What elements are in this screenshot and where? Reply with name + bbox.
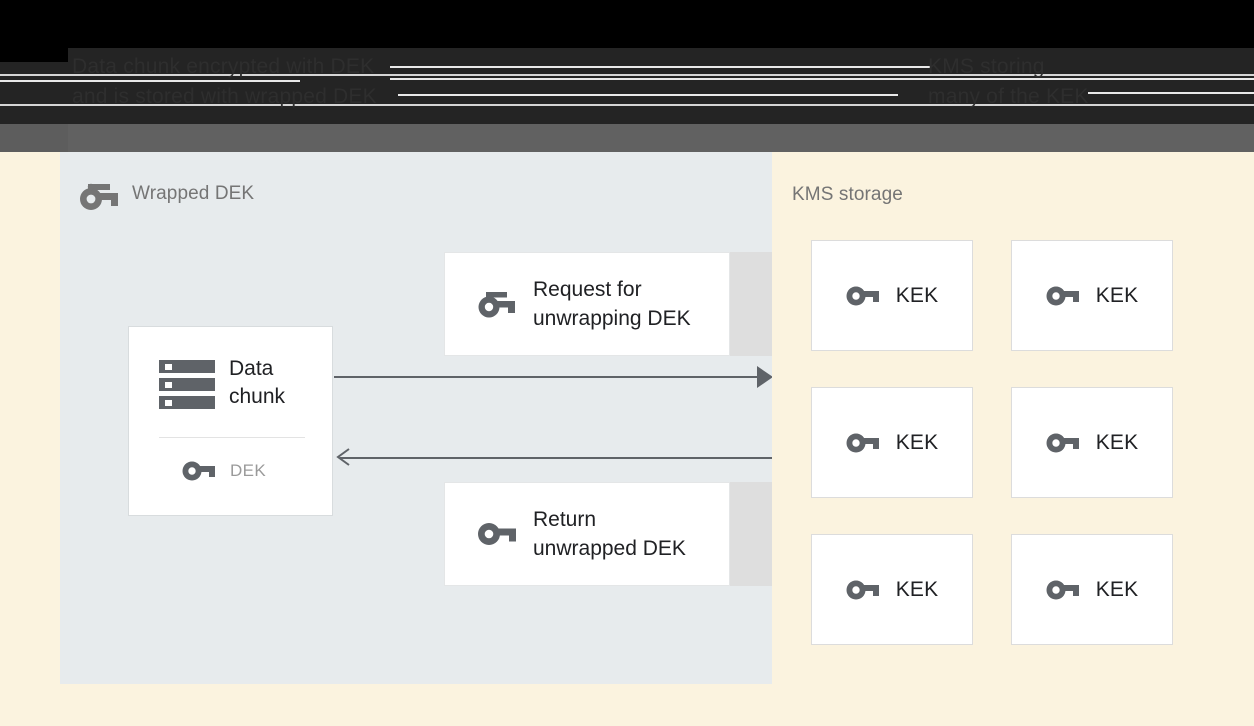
kek-label: KEK [1095, 430, 1139, 454]
wrapped-dek-title: Wrapped DEK [132, 183, 255, 204]
caption-rule-4 [390, 78, 1254, 80]
kek-label: KEK [895, 430, 939, 454]
header-caption-right: KMS storing many of the KEK [928, 55, 1089, 108]
storage-stack-icon [159, 359, 215, 416]
kek-label: KEK [895, 283, 939, 307]
key-icon [477, 290, 517, 318]
kek-card: KEK [1011, 387, 1173, 498]
key-icon [846, 284, 880, 308]
request-unwrapping-card: Request for unwrapping DEK [444, 252, 730, 356]
dek-label: DEK [230, 461, 267, 480]
topbar-black-band [0, 0, 1254, 48]
request-arrowhead-icon [757, 366, 773, 388]
kek-card-grid: KEK KEK KEK KEK [811, 240, 1173, 645]
kek-card: KEK [811, 387, 973, 498]
key-icon [1046, 431, 1080, 455]
caption-rule-1 [0, 74, 1254, 76]
key-icon [78, 181, 120, 211]
data-chunk-card: Data chunk DEK [128, 326, 333, 516]
return-card-strip [730, 482, 772, 586]
key-icon [846, 431, 880, 455]
kek-card: KEK [811, 534, 973, 645]
request-card-label: Request for unwrapping DEK [533, 278, 691, 330]
kek-card: KEK [1011, 534, 1173, 645]
data-chunk-label: Data chunk [229, 357, 286, 408]
topbar-notch [0, 48, 68, 62]
return-card-label: Return unwrapped DEK [533, 508, 686, 560]
key-icon [182, 459, 216, 483]
header-caption-left: Data chunk encrypted with DEK and is sto… [72, 55, 377, 108]
request-card-strip [730, 252, 772, 356]
caption-rule-7 [1088, 92, 1254, 94]
caption-rule-2 [0, 80, 300, 82]
key-icon [1046, 578, 1080, 602]
kek-label: KEK [895, 577, 939, 601]
topbar-gray-band [0, 124, 1254, 152]
kms-storage-title: KMS storage [792, 184, 903, 205]
response-arrowhead-icon [336, 448, 354, 466]
data-chunk-row: Data chunk [129, 355, 332, 416]
caption-rule-5 [0, 104, 1254, 106]
topbar-gray-notch [0, 124, 68, 152]
kek-label: KEK [1095, 283, 1139, 307]
request-arrow-line [334, 376, 766, 378]
key-icon [1046, 284, 1080, 308]
topbar-dark-band [0, 48, 1254, 124]
key-icon [477, 520, 517, 548]
dek-row: DEK [129, 459, 332, 483]
caption-rule-6 [398, 94, 898, 96]
response-arrow-line [340, 457, 772, 459]
data-chunk-divider [159, 437, 305, 438]
kek-label: KEK [1095, 577, 1139, 601]
caption-rule-3 [390, 66, 930, 68]
key-icon [846, 578, 880, 602]
return-unwrapped-card: Return unwrapped DEK [444, 482, 730, 586]
kek-card: KEK [1011, 240, 1173, 351]
kek-card: KEK [811, 240, 973, 351]
